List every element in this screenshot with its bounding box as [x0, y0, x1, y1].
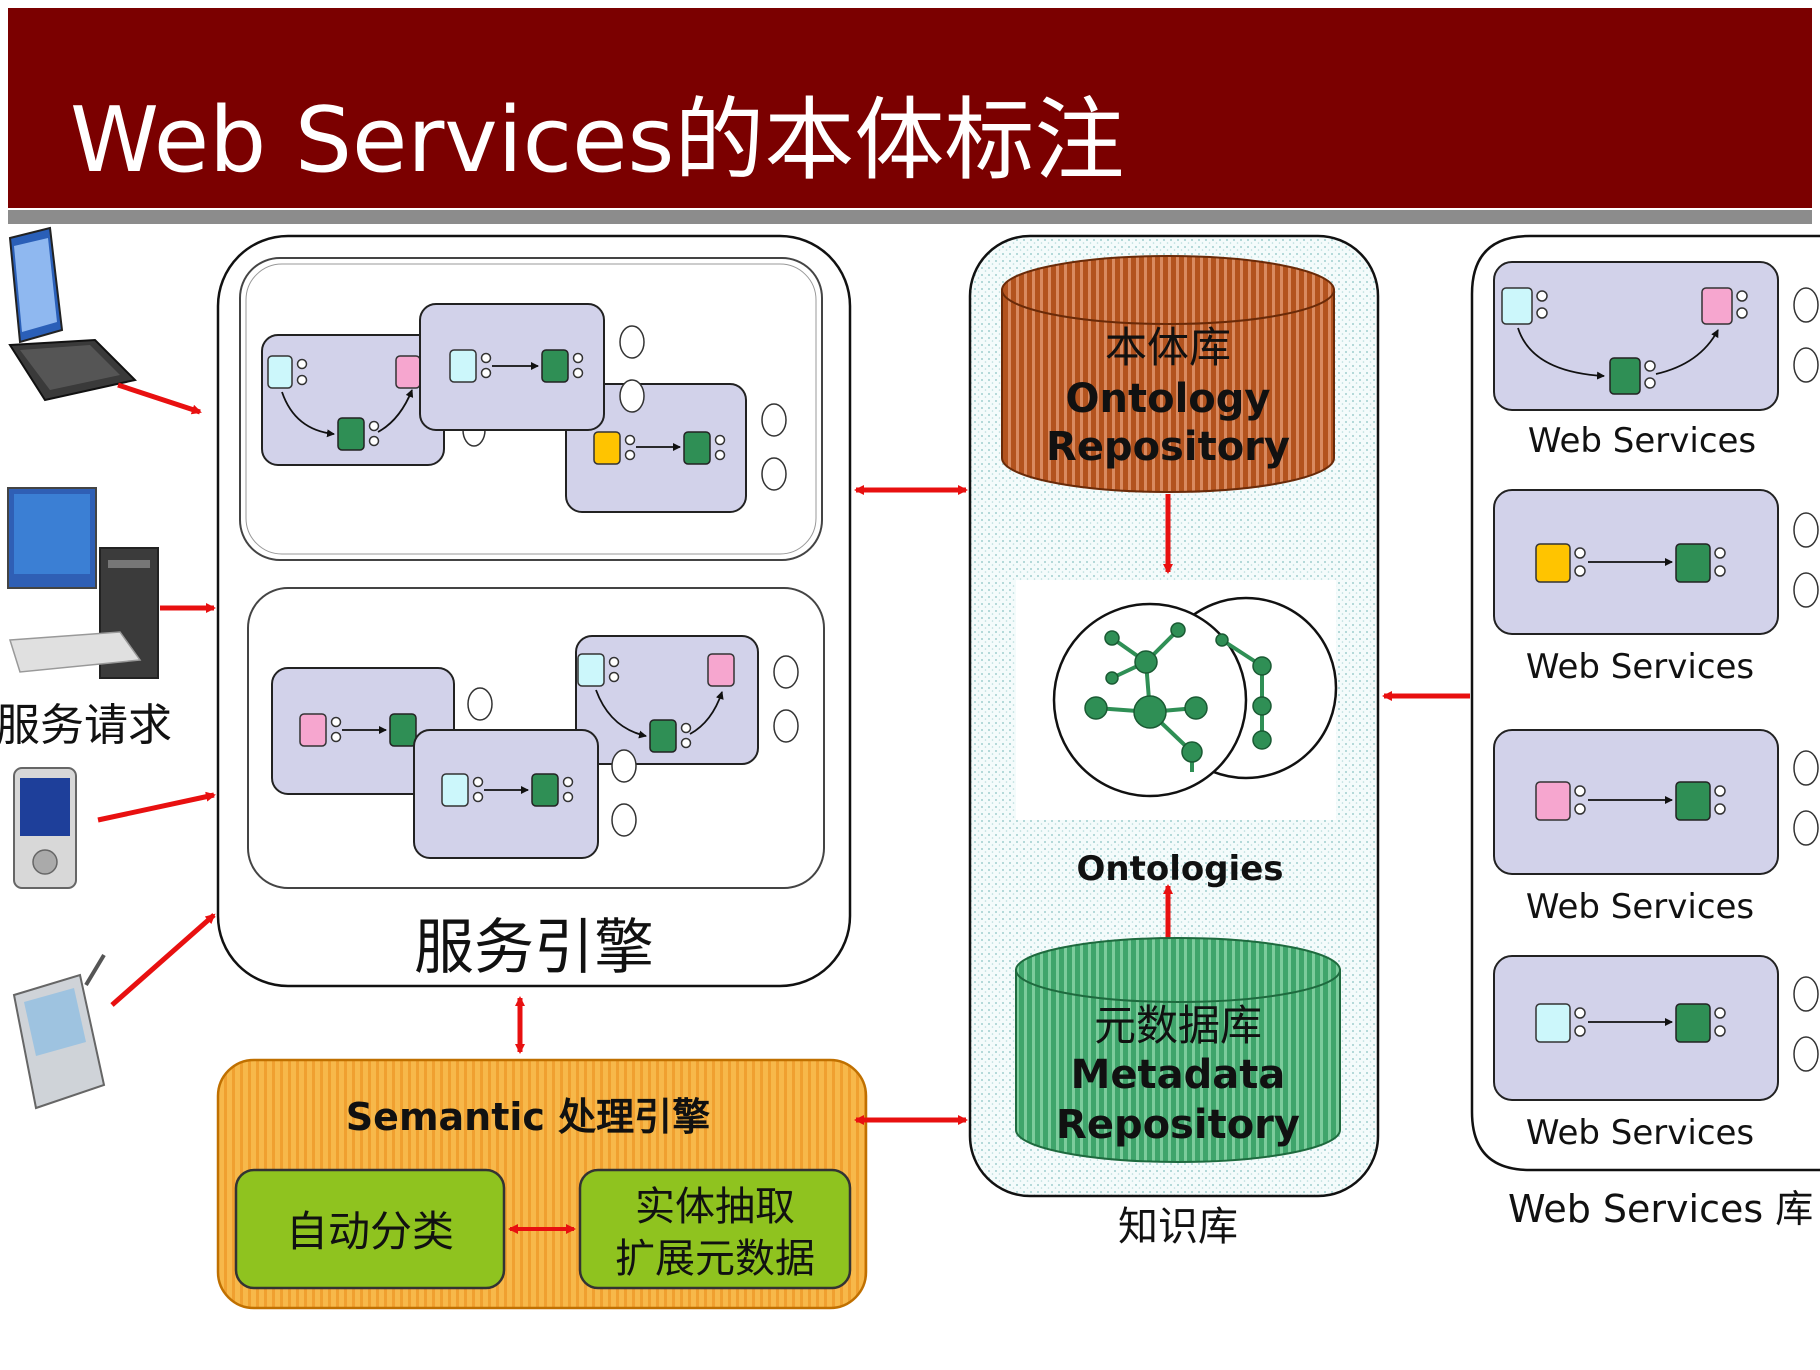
composite-service-b	[565, 383, 787, 513]
metadata-repository-cylinder	[1015, 937, 1341, 1163]
engine-label: 服务引擎	[414, 913, 654, 983]
composite-service-e	[575, 635, 799, 765]
metadata-repo-en2: Repository	[1056, 1102, 1300, 1148]
composite-service-f	[413, 729, 637, 859]
pda-icon	[13, 767, 77, 889]
ws-item-4-label: Web Services	[1526, 1113, 1754, 1153]
metadata-repo-cn: 元数据库	[1094, 1001, 1262, 1050]
ontologies-label: Ontologies	[1076, 849, 1283, 889]
ontology-graph-icon	[1052, 596, 1338, 798]
page-title: Web Services的本体标注	[70, 88, 1125, 193]
ontology-repo-cn: 本体库	[1105, 323, 1231, 372]
requester-label: 服务请求	[0, 700, 172, 751]
auto-classify-box	[234, 1168, 506, 1290]
composite-service-c	[419, 303, 645, 431]
ws-item-2	[1493, 489, 1819, 635]
ws-item-3-label: Web Services	[1526, 887, 1754, 927]
entity-extract-line1: 实体抽取	[635, 1184, 795, 1230]
auto-classify-label: 自动分类	[286, 1207, 454, 1256]
composite-service-a	[261, 334, 486, 466]
ontology-repo-en2: Repository	[1046, 424, 1290, 470]
laptop-icon	[8, 226, 137, 402]
header-divider	[8, 210, 1812, 224]
ws-item-2-label: Web Services	[1526, 647, 1754, 687]
ws-library-label: Web Services 库	[1508, 1187, 1813, 1231]
header-bar	[8, 8, 1812, 208]
arrow-laptop-to-engine	[117, 382, 202, 415]
knowledge-base-label: 知识库	[1118, 1204, 1238, 1250]
entity-extract-line2: 扩展元数据	[615, 1236, 815, 1282]
semantic-title: Semantic 处理引擎	[346, 1095, 710, 1139]
composite-service-d	[271, 667, 493, 795]
ws-item-1-label: Web Services	[1528, 421, 1756, 461]
ontology-repository-cylinder	[1001, 255, 1335, 493]
desktop-computer-icon	[7, 487, 159, 679]
mobile-phone-icon	[12, 953, 106, 1110]
ws-item-1	[1493, 261, 1819, 411]
arrow-phone-to-engine	[110, 913, 216, 1007]
metadata-repo-en1: Metadata	[1071, 1052, 1286, 1098]
arrow-pda-to-engine	[97, 791, 216, 823]
ws-library-box	[1470, 234, 1820, 1172]
ws-item-4	[1493, 955, 1819, 1101]
ontology-repo-en1: Ontology	[1066, 376, 1271, 422]
entity-extract-box	[578, 1168, 852, 1290]
ws-item-3	[1493, 729, 1819, 875]
